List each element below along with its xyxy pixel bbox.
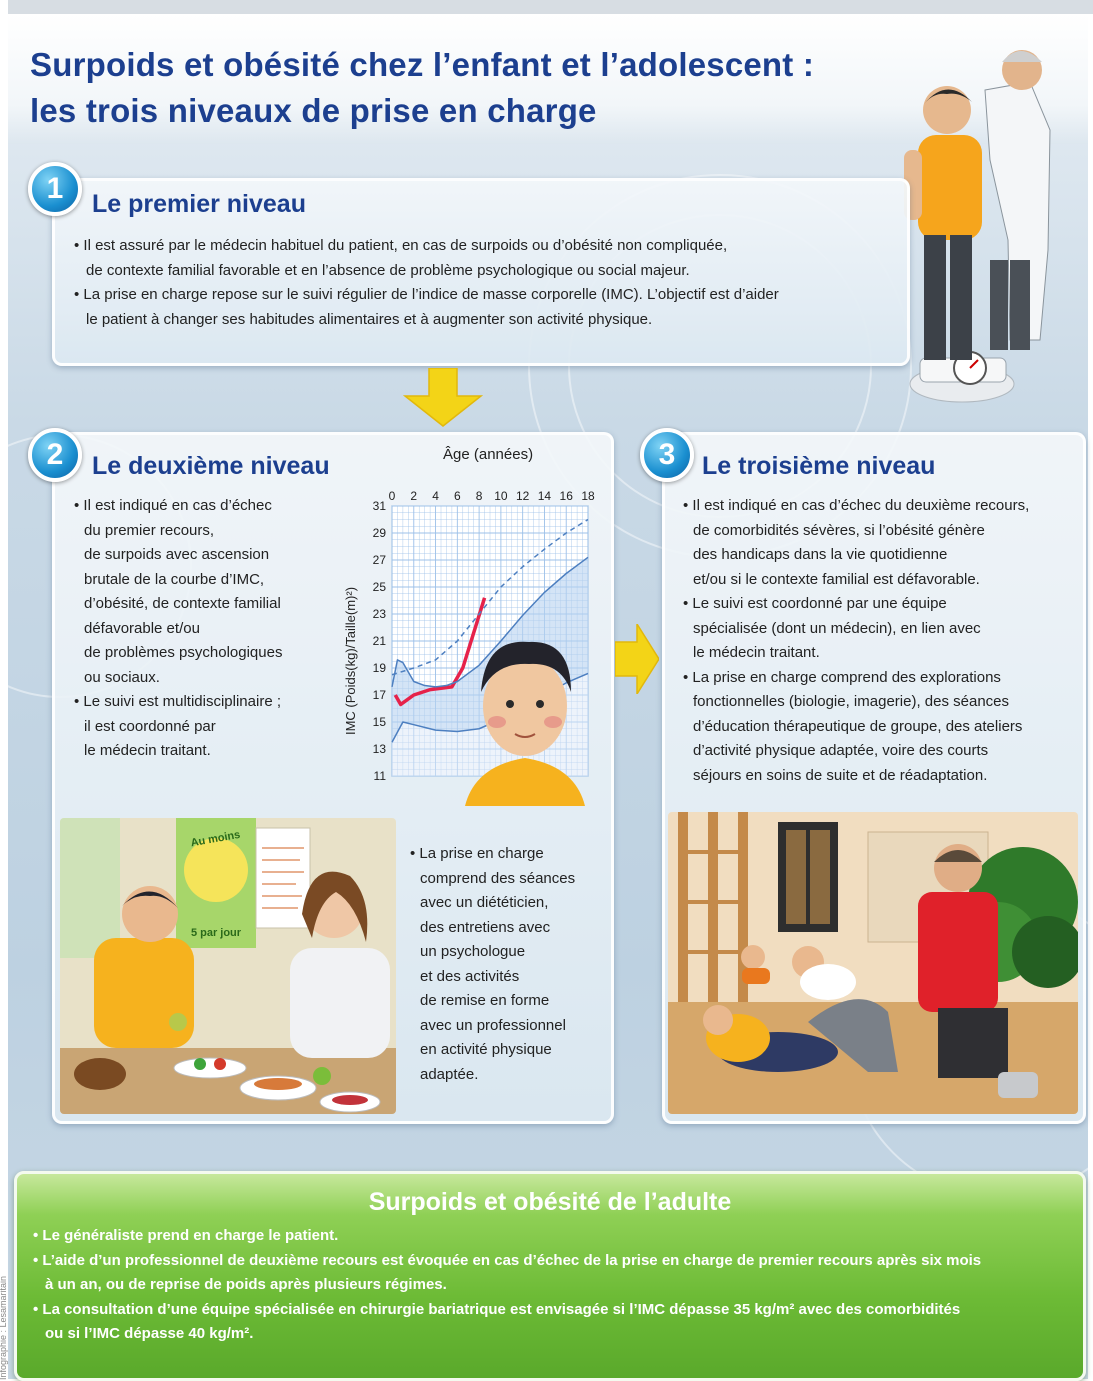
level-3-line: des handicaps dans la vie quotidienne [693, 546, 948, 563]
chart-x-axis-label: Âge (années) [443, 446, 534, 463]
level-2-care-line: et des activités [420, 967, 520, 985]
chart-reference-curve [391, 556, 589, 688]
level-2-care-line: des entretiens avec [420, 918, 551, 936]
title-band [8, 14, 1088, 144]
doctor-weighing-child-illustration [904, 50, 1051, 403]
adult-text: • Le généraliste prend en charge le pati… [33, 1224, 1063, 1347]
level-2-line: • Le suivi est multidisciplinaire ; [74, 693, 281, 710]
level-2-line: brutale de la courbe d’IMC, [84, 570, 265, 588]
level-1-line: • Il est assuré par le médecin habituel … [74, 237, 728, 254]
chart-y-tick-label: 25 [373, 580, 387, 594]
level-2-care-line: avec un diététicien, [420, 894, 549, 911]
gym-exercise-illustration [668, 812, 1078, 1114]
chart-y-tick-label: 27 [373, 553, 387, 567]
level-1-line: • La prise en charge repose sur le suivi… [74, 286, 779, 303]
adult-line: • L’aide d’un professionnel de deuxième … [33, 1251, 982, 1269]
poster-text-bottom: 5 par jour [191, 927, 242, 939]
chart-reference-curve [391, 518, 589, 676]
chart-x-tick-label: 2 [410, 489, 417, 503]
title-line-1: Surpoids et obésité chez l’enfant et l’a… [30, 46, 815, 83]
chart-x-tick-label: 14 [538, 489, 552, 503]
arrow-right-icon [615, 624, 659, 694]
level-3-line: fonctionnelles (biologie, imagerie), des… [693, 693, 1010, 710]
level-2-care-line: avec un professionnel [420, 1016, 566, 1034]
level-1-badge: 1 [28, 162, 82, 216]
level-2-heading: Le deuxième niveau [92, 452, 330, 480]
chart-y-tick-label: 15 [373, 715, 387, 729]
level-2-line: d’obésité, de contexte familial [84, 595, 281, 612]
level-2-line: défavorable et/ou [84, 619, 200, 637]
chart-x-tick-label: 12 [516, 489, 530, 503]
level-2-care-text: • La prise en charge comprend des séance… [410, 842, 600, 1087]
image-credit: Infographie : Lesamaritain [0, 1275, 8, 1380]
level-2-line: du premier recours, [84, 521, 215, 539]
level-3-line: • Le suivi est coordonné par une équipe [683, 595, 947, 612]
level-1-line: de contexte familial favorable et en l’a… [86, 261, 690, 279]
chart-y-axis-label: IMC (Poids(kg)/Taille(m)²) [343, 587, 358, 735]
chart-x-tick-label: 4 [432, 489, 439, 503]
level-2-care-line: • La prise en charge [410, 845, 544, 862]
adult-line: • Le généraliste prend en charge le pati… [33, 1227, 339, 1244]
chart-x-tick-label: 6 [454, 489, 461, 503]
chart-x-tick-label: 8 [476, 489, 483, 503]
level-2-care-line: adaptée. [420, 1065, 479, 1083]
level-3-line: spécialisée (dont un médecin), en lien a… [693, 619, 981, 637]
level-2-line: ou sociaux. [84, 668, 160, 686]
level-2-text: • Il est indiqué en cas d’échec du premi… [74, 494, 354, 764]
dietician-consultation-illustration: Au moins 5 par jour [60, 818, 396, 1114]
chart-x-tick-label: 16 [560, 489, 574, 503]
level-2-line: de problèmes psychologiques [84, 644, 283, 661]
chart-bmi-curve [393, 597, 487, 707]
chart-y-tick-label: 29 [373, 526, 387, 540]
top-strip [8, 0, 1093, 14]
chart-y-tick-label: 19 [373, 661, 387, 675]
level-1-line: le patient à changer ses habitudes alime… [86, 310, 653, 328]
level-1-heading: Le premier niveau [92, 190, 306, 218]
boy-face-illustration [465, 641, 585, 806]
adult-line: • La consultation d’une équipe spécialis… [33, 1300, 961, 1318]
adult-line: à un an, ou de reprise de poids après pl… [45, 1276, 447, 1293]
level-2-line: de surpoids avec ascension [84, 546, 270, 563]
chart-x-tick-label: 0 [389, 489, 396, 503]
level-3-line: • La prise en charge comprend des explor… [683, 668, 1001, 686]
chart-x-tick-label: 10 [494, 489, 508, 503]
level-2-care-line: un psychologue [420, 943, 526, 960]
level-2-line: il est coordonné par [84, 717, 216, 735]
level-2-care-line: en activité physique [420, 1041, 552, 1058]
page-title: Surpoids et obésité chez l’enfant et l’a… [30, 42, 814, 134]
level-3-heading: Le troisième niveau [702, 452, 936, 480]
chart-y-tick-label: 13 [373, 742, 387, 756]
adult-heading: Surpoids et obésité de l’adulte [368, 1188, 732, 1216]
adult-line: ou si l’IMC dépasse 40 kg/m². [45, 1325, 254, 1342]
level-3-line: séjours en soins de suite et de réadapta… [693, 766, 988, 784]
level-3-line: d’activité physique adaptée, voire des c… [693, 742, 989, 759]
level-2-care-line: comprend des séances [420, 869, 576, 887]
level-1-text: • Il est assuré par le médecin habituel … [74, 234, 874, 332]
title-line-2: les trois niveaux de prise en charge [30, 92, 597, 129]
level-3-line: le médecin traitant. [693, 644, 820, 661]
chart-y-tick-label: 11 [374, 769, 387, 783]
level-1-panel [52, 178, 910, 366]
level-3-text: • Il est indiqué en cas d’échec du deuxi… [683, 494, 1073, 788]
chart-x-tick-label: 18 [581, 489, 595, 503]
chart-y-tick-label: 23 [373, 607, 387, 621]
level-2-line: • Il est indiqué en cas d’échec [74, 497, 272, 514]
adult-panel: Surpoids et obésité de l’adulte • Le gén… [14, 1171, 1086, 1381]
chart-y-tick-label: 31 [373, 499, 387, 513]
level-3-badge: 3 [640, 428, 694, 482]
level-2-badge: 2 [28, 428, 82, 482]
level-3-line: et/ou si le contexte familial est défavo… [693, 570, 980, 588]
chart-y-tick-label: 17 [373, 688, 387, 702]
level-3-line: d’éducation thérapeutique de groupe, des… [693, 717, 1023, 735]
level-2-line: le médecin traitant. [84, 742, 211, 759]
level-3-line: • Il est indiqué en cas d’échec du deuxi… [683, 497, 1030, 514]
arrow-down-icon [403, 368, 483, 427]
level-3-line: de comorbidités sévères, si l’obésité gé… [693, 521, 985, 539]
chart-y-tick-label: 21 [373, 634, 387, 648]
level-2-care-line: de remise en forme [420, 992, 550, 1009]
